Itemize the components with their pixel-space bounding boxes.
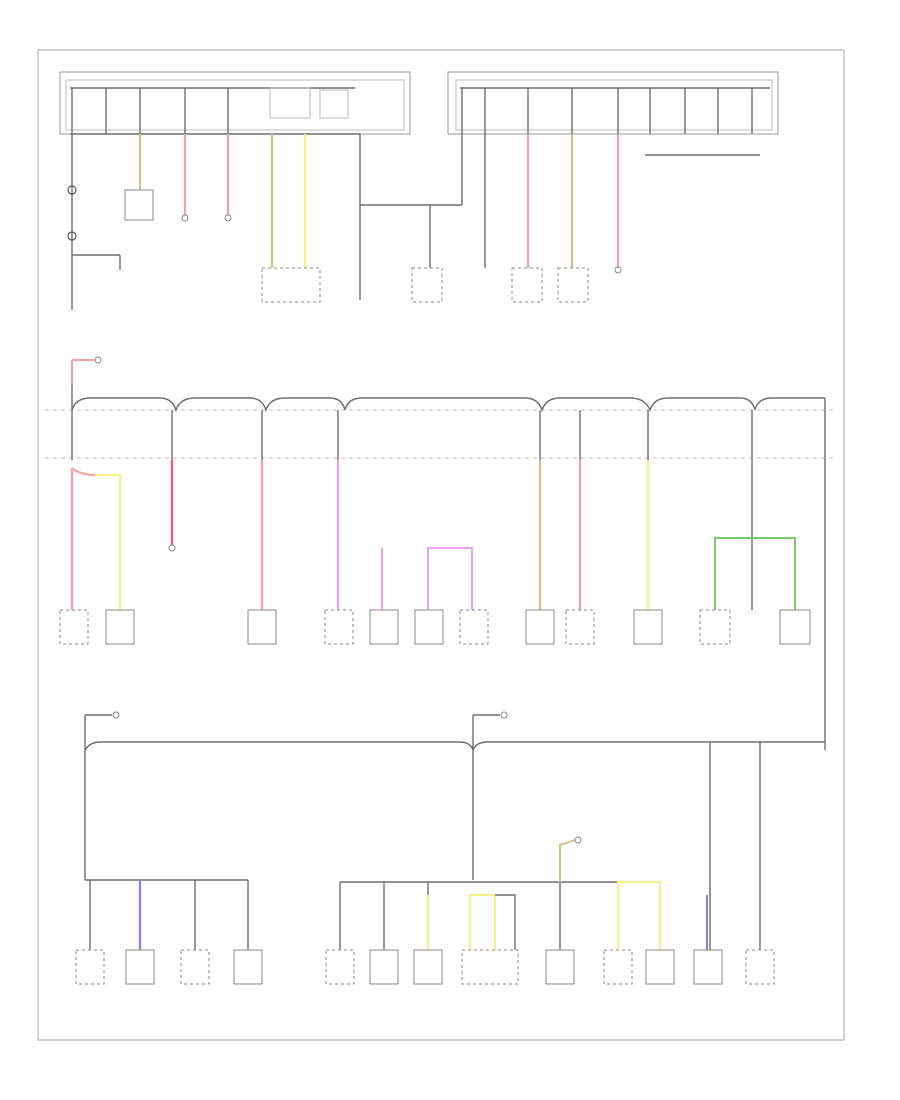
middle-components bbox=[59, 544, 811, 645]
bottom-wires bbox=[84, 750, 761, 950]
bottom-components bbox=[75, 836, 775, 985]
middle-bus bbox=[45, 356, 835, 750]
diagram-frame bbox=[37, 49, 845, 1041]
fuse-block-top-left bbox=[59, 71, 411, 135]
middle-fuses bbox=[71, 410, 753, 460]
top-components bbox=[67, 185, 622, 303]
top-colored-wires bbox=[138, 134, 620, 268]
fuse-block-top-right bbox=[447, 71, 779, 156]
bottom-bus bbox=[84, 711, 825, 800]
top-wires bbox=[71, 88, 753, 310]
middle-colored-wires bbox=[70, 460, 796, 610]
